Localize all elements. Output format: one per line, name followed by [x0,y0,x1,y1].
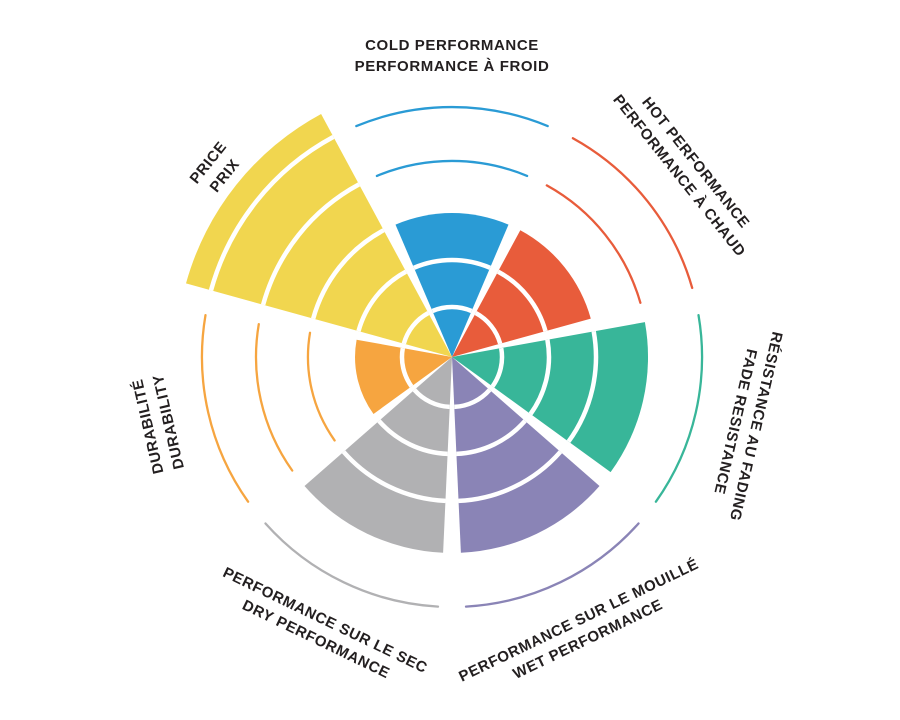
wet-performance-ring-separator [458,450,563,504]
cold-performance-wedge [395,213,509,357]
durability-level-arc [254,322,294,472]
cold-performance-label-line-2: PERFORMANCE À FROID [355,58,550,75]
durability-level-arc [200,313,250,503]
dry-performance-ring-separator [412,388,450,410]
wet-performance-label-line-1: PERFORMANCE SUR LE MOUILLÉ [456,556,701,686]
hot-performance-ring-separator [496,269,548,332]
wet-performance-ring-separator [454,388,492,410]
fade-resistance-level-arc [654,313,704,503]
hot-performance-ring-separator [474,311,503,345]
fade-resistance-ring-separator [566,331,599,443]
dry-performance-ring-separator [377,419,448,457]
price-ring-separator [208,134,335,292]
hot-performance-wedge [452,230,591,357]
cold-performance-level-arc [375,159,529,178]
hot-performance-label-line-2: PERFORMANCE À CHAUD [609,92,748,261]
durability-ring-separator [399,347,414,388]
price-ring-separator [356,269,408,332]
price-wedge [186,114,452,357]
dry-performance-wedge [304,357,452,553]
wet-performance-wedge [452,357,600,553]
cold-performance-level-arc [355,105,549,128]
price-ring-separator [401,311,430,345]
hot-performance-level-arc [545,184,642,304]
fade-resistance-ring-separator [490,347,505,388]
dry-performance-ring-separator [341,450,446,504]
price-ring-separator [260,182,361,306]
hot-performance-level-arc [571,137,694,290]
cold-performance-ring-separator [431,304,473,314]
fade-resistance-ring-separator [528,339,552,416]
wet-performance-ring-separator [456,419,527,457]
cold-performance-ring-separator [413,257,491,270]
price-ring-separator [311,228,385,320]
dry-performance-label-line-1: PERFORMANCE SUR LE SEC [220,564,430,677]
wet-performance-level-arc [464,522,640,608]
dry-performance-level-arc [264,522,440,608]
cold-performance-label: COLD PERFORMANCE PERFORMANCE À FROID [355,37,550,75]
cold-performance-label-line-1: COLD PERFORMANCE [365,37,539,54]
durability-level-arc [306,331,336,442]
